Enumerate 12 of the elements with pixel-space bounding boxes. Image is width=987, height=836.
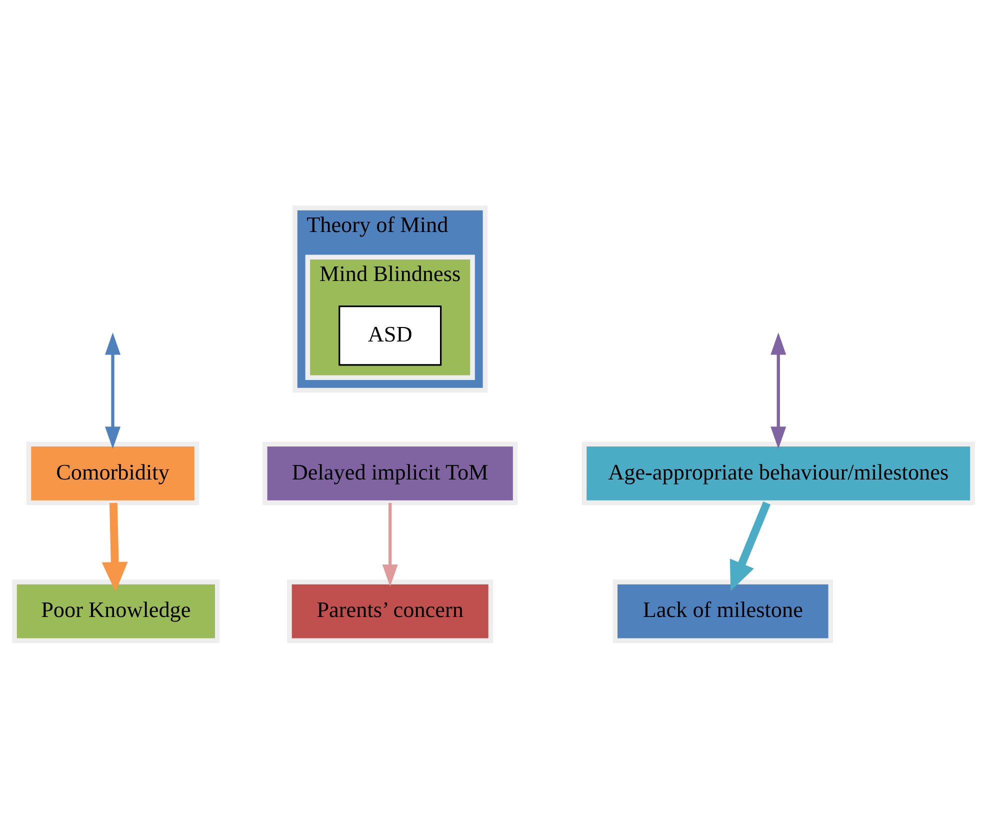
- node-box: ASD: [338, 305, 442, 366]
- arrow: [730, 501, 771, 592]
- arrow: [770, 332, 786, 449]
- node-box: Poor Knowledge: [12, 580, 220, 644]
- node-box: Parents’ concern: [287, 580, 494, 644]
- node-box: Lack of milestone: [612, 580, 834, 644]
- node-box: Comorbidity: [26, 442, 200, 506]
- node-box: Delayed implicit ToM: [262, 442, 518, 506]
- arrow: [382, 502, 398, 587]
- node-box: Age-appropriate behaviour/milestones: [582, 442, 975, 506]
- arrow: [102, 502, 128, 592]
- arrow: [104, 332, 121, 449]
